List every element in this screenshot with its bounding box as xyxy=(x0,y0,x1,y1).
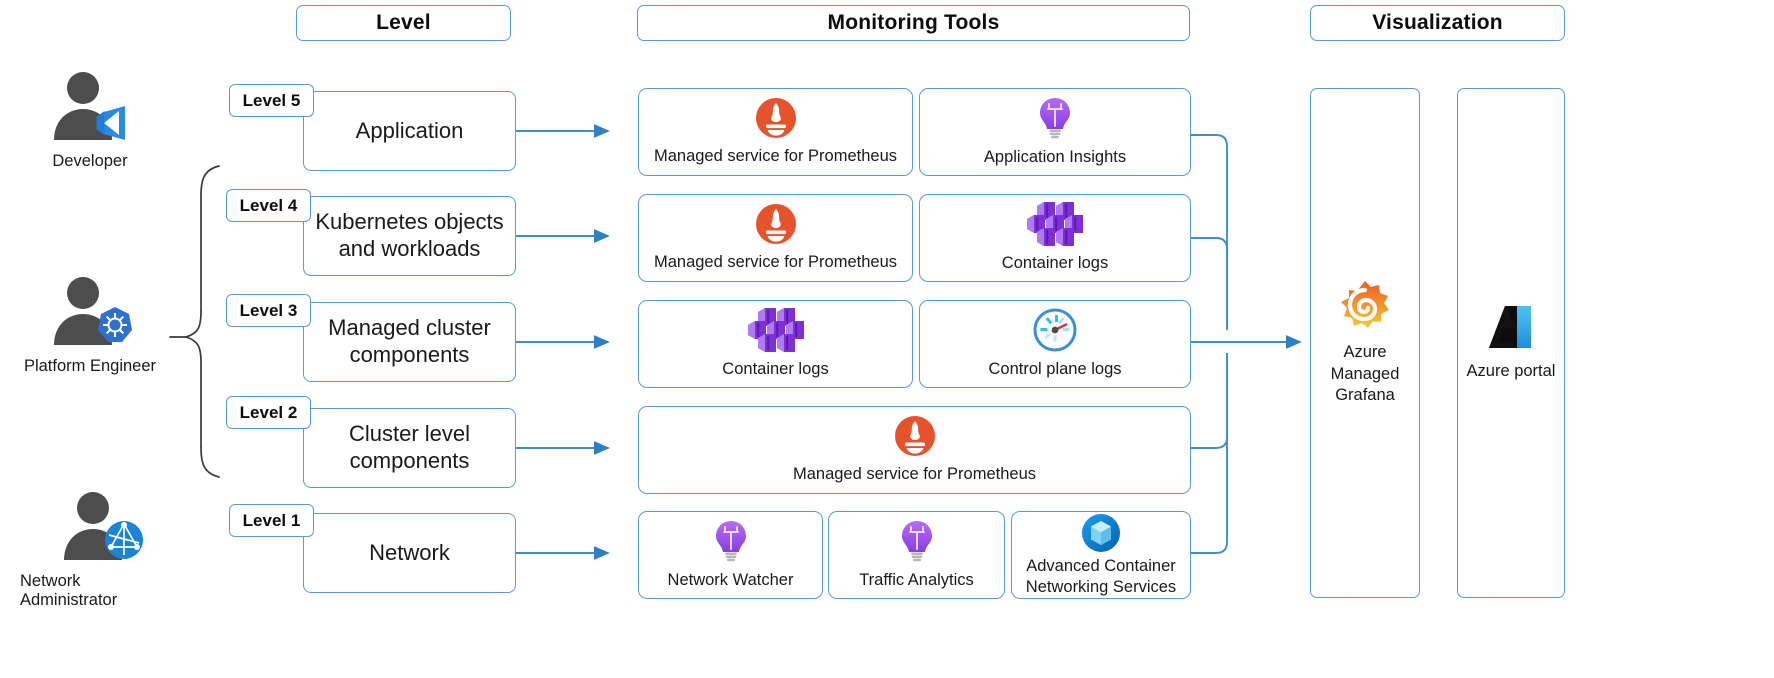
lightbulb-icon xyxy=(897,519,937,563)
header-visualization: Visualization xyxy=(1310,5,1565,41)
persona-platform-engineer: Platform Engineer xyxy=(20,273,160,376)
tool-card-traffic-analytics[interactable]: Traffic Analytics xyxy=(828,511,1005,599)
tool-label: Managed service for Prometheus xyxy=(653,253,898,272)
tool-card-network-watcher[interactable]: Network Watcher xyxy=(638,511,823,599)
persona-network-administrator: Network Administrator xyxy=(20,488,180,610)
tool-card-managed-prometheus-l4[interactable]: Managed service for Prometheus xyxy=(638,194,913,282)
header-monitoring-tools: Monitoring Tools xyxy=(637,5,1190,41)
viz-card-azure-portal[interactable]: Azure portal xyxy=(1457,88,1565,598)
level-box-1-label: Network xyxy=(369,539,450,565)
azure-icon xyxy=(1484,304,1538,352)
level-box-3[interactable]: Managed cluster components xyxy=(303,302,516,382)
tool-card-application-insights[interactable]: Application Insights xyxy=(919,88,1191,176)
tool-card-managed-prometheus-l2[interactable]: Managed service for Prometheus xyxy=(638,406,1191,494)
platform-engineer-brace xyxy=(169,165,220,478)
tool-label: Advanced Container Networking Services xyxy=(1025,556,1177,596)
container-cluster-icon xyxy=(747,308,805,353)
level-badge-5-label: Level 5 xyxy=(242,90,301,110)
person-kubernetes-icon xyxy=(47,273,133,351)
prometheus-icon xyxy=(755,97,797,139)
persona-developer-label: Developer xyxy=(52,152,128,170)
persona-platform-engineer-label: Platform Engineer xyxy=(23,357,157,375)
level-box-3-label: Managed cluster components xyxy=(328,315,491,367)
person-network-icon xyxy=(57,488,143,566)
prometheus-icon xyxy=(755,203,797,245)
header-level-label: Level xyxy=(376,11,431,34)
level-badge-4-label: Level 4 xyxy=(239,195,298,215)
level-badge-1-label: Level 1 xyxy=(242,510,301,530)
tool-label: Control plane logs xyxy=(988,360,1122,379)
level-box-5-label: Application xyxy=(355,117,464,143)
level-box-4-label: Kubernetes objects and workloads xyxy=(315,209,504,261)
tool-label: Network Watcher xyxy=(667,571,794,590)
tool-card-container-logs-l3[interactable]: Container logs xyxy=(638,300,913,388)
lightbulb-icon xyxy=(711,519,751,563)
viz-card-azure-managed-grafana[interactable]: Azure Managed Grafana xyxy=(1310,88,1420,598)
level-box-1[interactable]: Network xyxy=(303,513,516,593)
grafana-icon xyxy=(1338,279,1392,333)
level-badge-3-label: Level 3 xyxy=(239,300,298,320)
persona-network-administrator-label: Network Administrator xyxy=(20,572,118,609)
tool-label: Traffic Analytics xyxy=(859,571,974,590)
gauge-icon xyxy=(1033,308,1077,352)
level-box-2[interactable]: Cluster level components xyxy=(303,408,516,488)
cube-icon xyxy=(1081,513,1121,553)
level-badge-2-label: Level 2 xyxy=(239,402,298,422)
persona-developer: Developer xyxy=(20,68,160,171)
tool-label: Managed service for Prometheus xyxy=(653,147,898,166)
tool-card-advanced-container-networking-services[interactable]: Advanced Container Networking Services xyxy=(1011,511,1191,599)
level-badge-3: Level 3 xyxy=(226,294,311,327)
tool-card-managed-prometheus-l5[interactable]: Managed service for Prometheus xyxy=(638,88,913,176)
prometheus-icon xyxy=(894,415,936,457)
tool-label: Container logs xyxy=(1001,254,1109,273)
viz-label: Azure portal xyxy=(1466,361,1556,380)
tool-card-control-plane-logs[interactable]: Control plane logs xyxy=(919,300,1191,388)
tool-label: Application Insights xyxy=(983,148,1127,167)
level-badge-5: Level 5 xyxy=(229,84,314,117)
level-badge-1: Level 1 xyxy=(229,504,314,537)
viz-label: Azure Managed Grafana xyxy=(1330,343,1400,405)
tool-label: Managed service for Prometheus xyxy=(792,465,1037,484)
tool-card-container-logs-l4[interactable]: Container logs xyxy=(919,194,1191,282)
header-visualization-label: Visualization xyxy=(1372,11,1503,34)
header-level: Level xyxy=(296,5,511,41)
lightbulb-icon xyxy=(1035,96,1075,140)
level-to-tools-arrows xyxy=(516,124,610,560)
level-badge-2: Level 2 xyxy=(226,396,311,429)
level-badge-4: Level 4 xyxy=(226,189,311,222)
level-box-5[interactable]: Application xyxy=(303,91,516,171)
tool-label: Container logs xyxy=(722,360,829,379)
tools-to-visualization-bus xyxy=(1191,134,1228,554)
person-visual-studio-icon xyxy=(47,68,133,146)
level-box-2-label: Cluster level components xyxy=(348,421,471,473)
container-cluster-icon xyxy=(1026,202,1084,247)
header-monitoring-tools-label: Monitoring Tools xyxy=(827,11,1000,34)
level-box-4[interactable]: Kubernetes objects and workloads xyxy=(303,196,516,276)
